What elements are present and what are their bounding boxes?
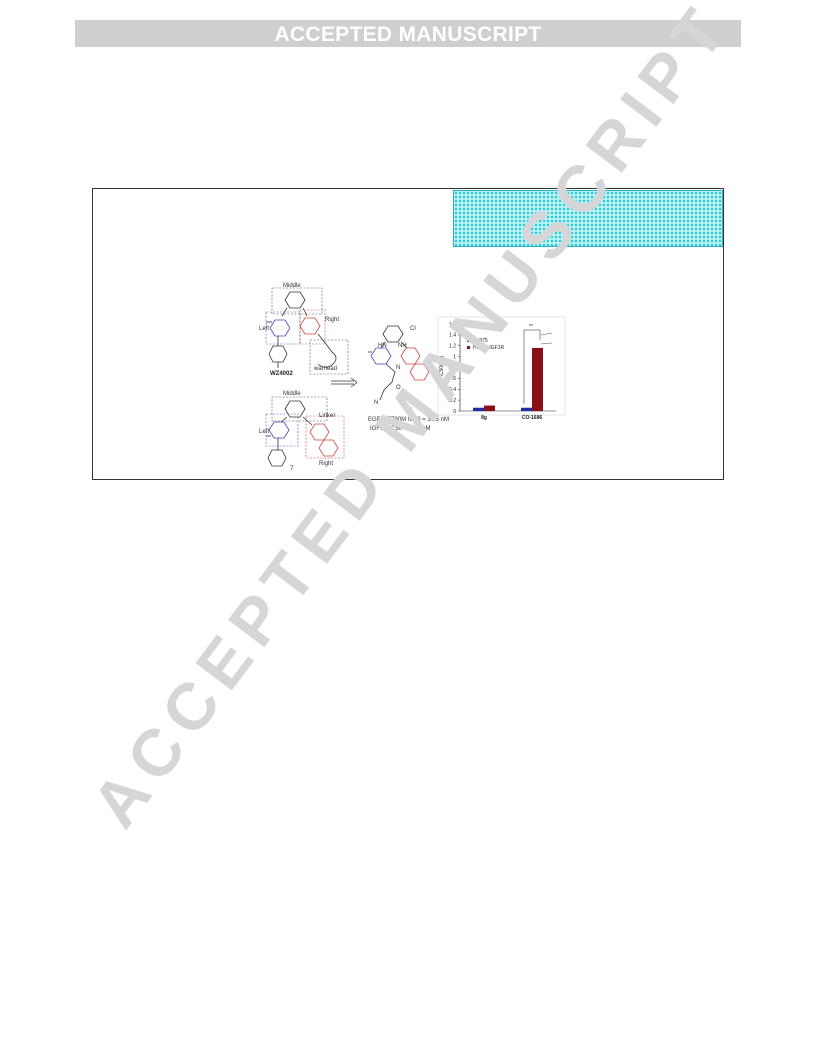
x-tick-labels: 8g CO-1686	[481, 415, 542, 421]
svg-text:Cl: Cl	[410, 326, 416, 332]
legend-label-h1975-igf1r: H1975-IGF1R	[473, 345, 505, 351]
chart-frame	[437, 316, 566, 416]
morpholine-ring	[267, 449, 287, 467]
legend-swatch-h1975	[467, 339, 470, 342]
compound-wz4002-structure: Middle Left Right warhead WZ4002	[259, 283, 349, 377]
left-region-box-2	[265, 413, 299, 447]
svg-text:HN: HN	[378, 343, 387, 349]
right-label: Right	[325, 317, 339, 323]
reaction-arrow	[331, 377, 358, 388]
y-axis-label: IC50(μM)	[439, 355, 445, 376]
legend-swatch-h1975-igf1r	[467, 346, 470, 349]
egfr-activity: EGFR^T790M IC50 = 37.5 nM	[368, 417, 449, 423]
warhead-region-box	[309, 339, 349, 375]
compound-8g-structure: Cl HN NH N O N 8g EGFR^T790M IC50 = 37.5…	[368, 325, 449, 432]
pyrimidine-ring-8g	[382, 325, 404, 343]
naphthyl-ring-8g-a	[400, 347, 421, 365]
y-tick-label: 0.6	[449, 376, 456, 382]
naphthyl-ring-8g-b	[409, 363, 430, 381]
compound-8g-name: 8g	[405, 407, 412, 413]
significance-annotation: **	[529, 324, 533, 330]
left-phenyl-ring	[269, 319, 291, 337]
y-tick-label: 1.4	[449, 333, 456, 339]
y-tick-label: 0	[453, 409, 456, 415]
svg-text:NH: NH	[398, 343, 407, 349]
left-phenyl-ring-8g	[370, 347, 392, 365]
y-tick-label: 0.4	[449, 387, 456, 393]
piperazine-ring	[268, 345, 288, 363]
right-region-box-2	[305, 415, 345, 459]
y-tick-label: 0.8	[449, 365, 456, 371]
left-phenyl-ring-2	[268, 421, 290, 439]
highlight-box	[453, 190, 723, 247]
svg-text:N: N	[374, 400, 378, 406]
svg-text:O: O	[396, 385, 401, 391]
acrylamide-warhead	[317, 333, 337, 368]
naphthyl-ring-a	[309, 423, 330, 441]
compound-2-footnote: 7	[290, 466, 294, 472]
y-tick-label: 1.2	[449, 344, 456, 350]
linker-label: Linker	[319, 413, 335, 419]
compound-2-structure: Middle Left Linker Right 7	[259, 391, 345, 472]
y-tick-labels: 0 0.2 0.4 0.6 0.8 1 1.2 1.4 1.6	[449, 322, 460, 415]
bar-8g-H1975	[473, 407, 484, 411]
y-tick-label: 0.2	[449, 398, 456, 404]
x-tick-label: 8g	[481, 415, 487, 421]
legend-label-h1975: H1975	[473, 338, 488, 344]
left-label: Left	[259, 326, 269, 332]
igf1r-activity: IGF1R IC50 = 12.5 nM	[370, 426, 431, 432]
y-tick-label: 1.6	[449, 322, 456, 328]
svg-text:N: N	[396, 365, 400, 371]
bar-CO-1686-H1975-IGF1R	[532, 347, 543, 411]
warhead-label: warhead	[313, 366, 337, 372]
bar-8g-H1975-IGF1R	[484, 405, 495, 411]
right-label-2: Right	[319, 461, 333, 467]
naphthyl-ring-b	[318, 439, 339, 457]
middle-region-box-2	[271, 396, 328, 422]
right-phenyl-ring	[299, 317, 321, 335]
pyrimidine-ring-2	[284, 400, 306, 418]
amide-chain-8g	[379, 363, 396, 401]
accepted-manuscript-banner: ACCEPTED MANUSCRIPT	[75, 20, 741, 47]
y-tick-label: 1	[453, 354, 456, 360]
pyrimidine-ring	[284, 291, 306, 309]
middle-label-2: Middle	[283, 391, 301, 397]
bar-CO-1686-H1975	[521, 407, 532, 411]
banner-text: ACCEPTED MANUSCRIPT	[274, 23, 542, 46]
left-label-2: Left	[259, 429, 269, 435]
compound-1-name: WZ4002	[270, 371, 293, 377]
x-tick-label: CO-1686	[522, 415, 543, 421]
right-region-box	[299, 309, 326, 345]
chart-bars	[473, 347, 543, 411]
ic50-bar-chart: 0 0.2 0.4 0.6 0.8 1 1.2 1.4 1.6 8g CO-1686 IC50(μ…	[437, 316, 566, 421]
significance-bracket	[523, 329, 541, 404]
middle-region-box	[271, 287, 323, 315]
middle-label: Middle	[283, 283, 301, 289]
left-region-box	[265, 311, 301, 345]
